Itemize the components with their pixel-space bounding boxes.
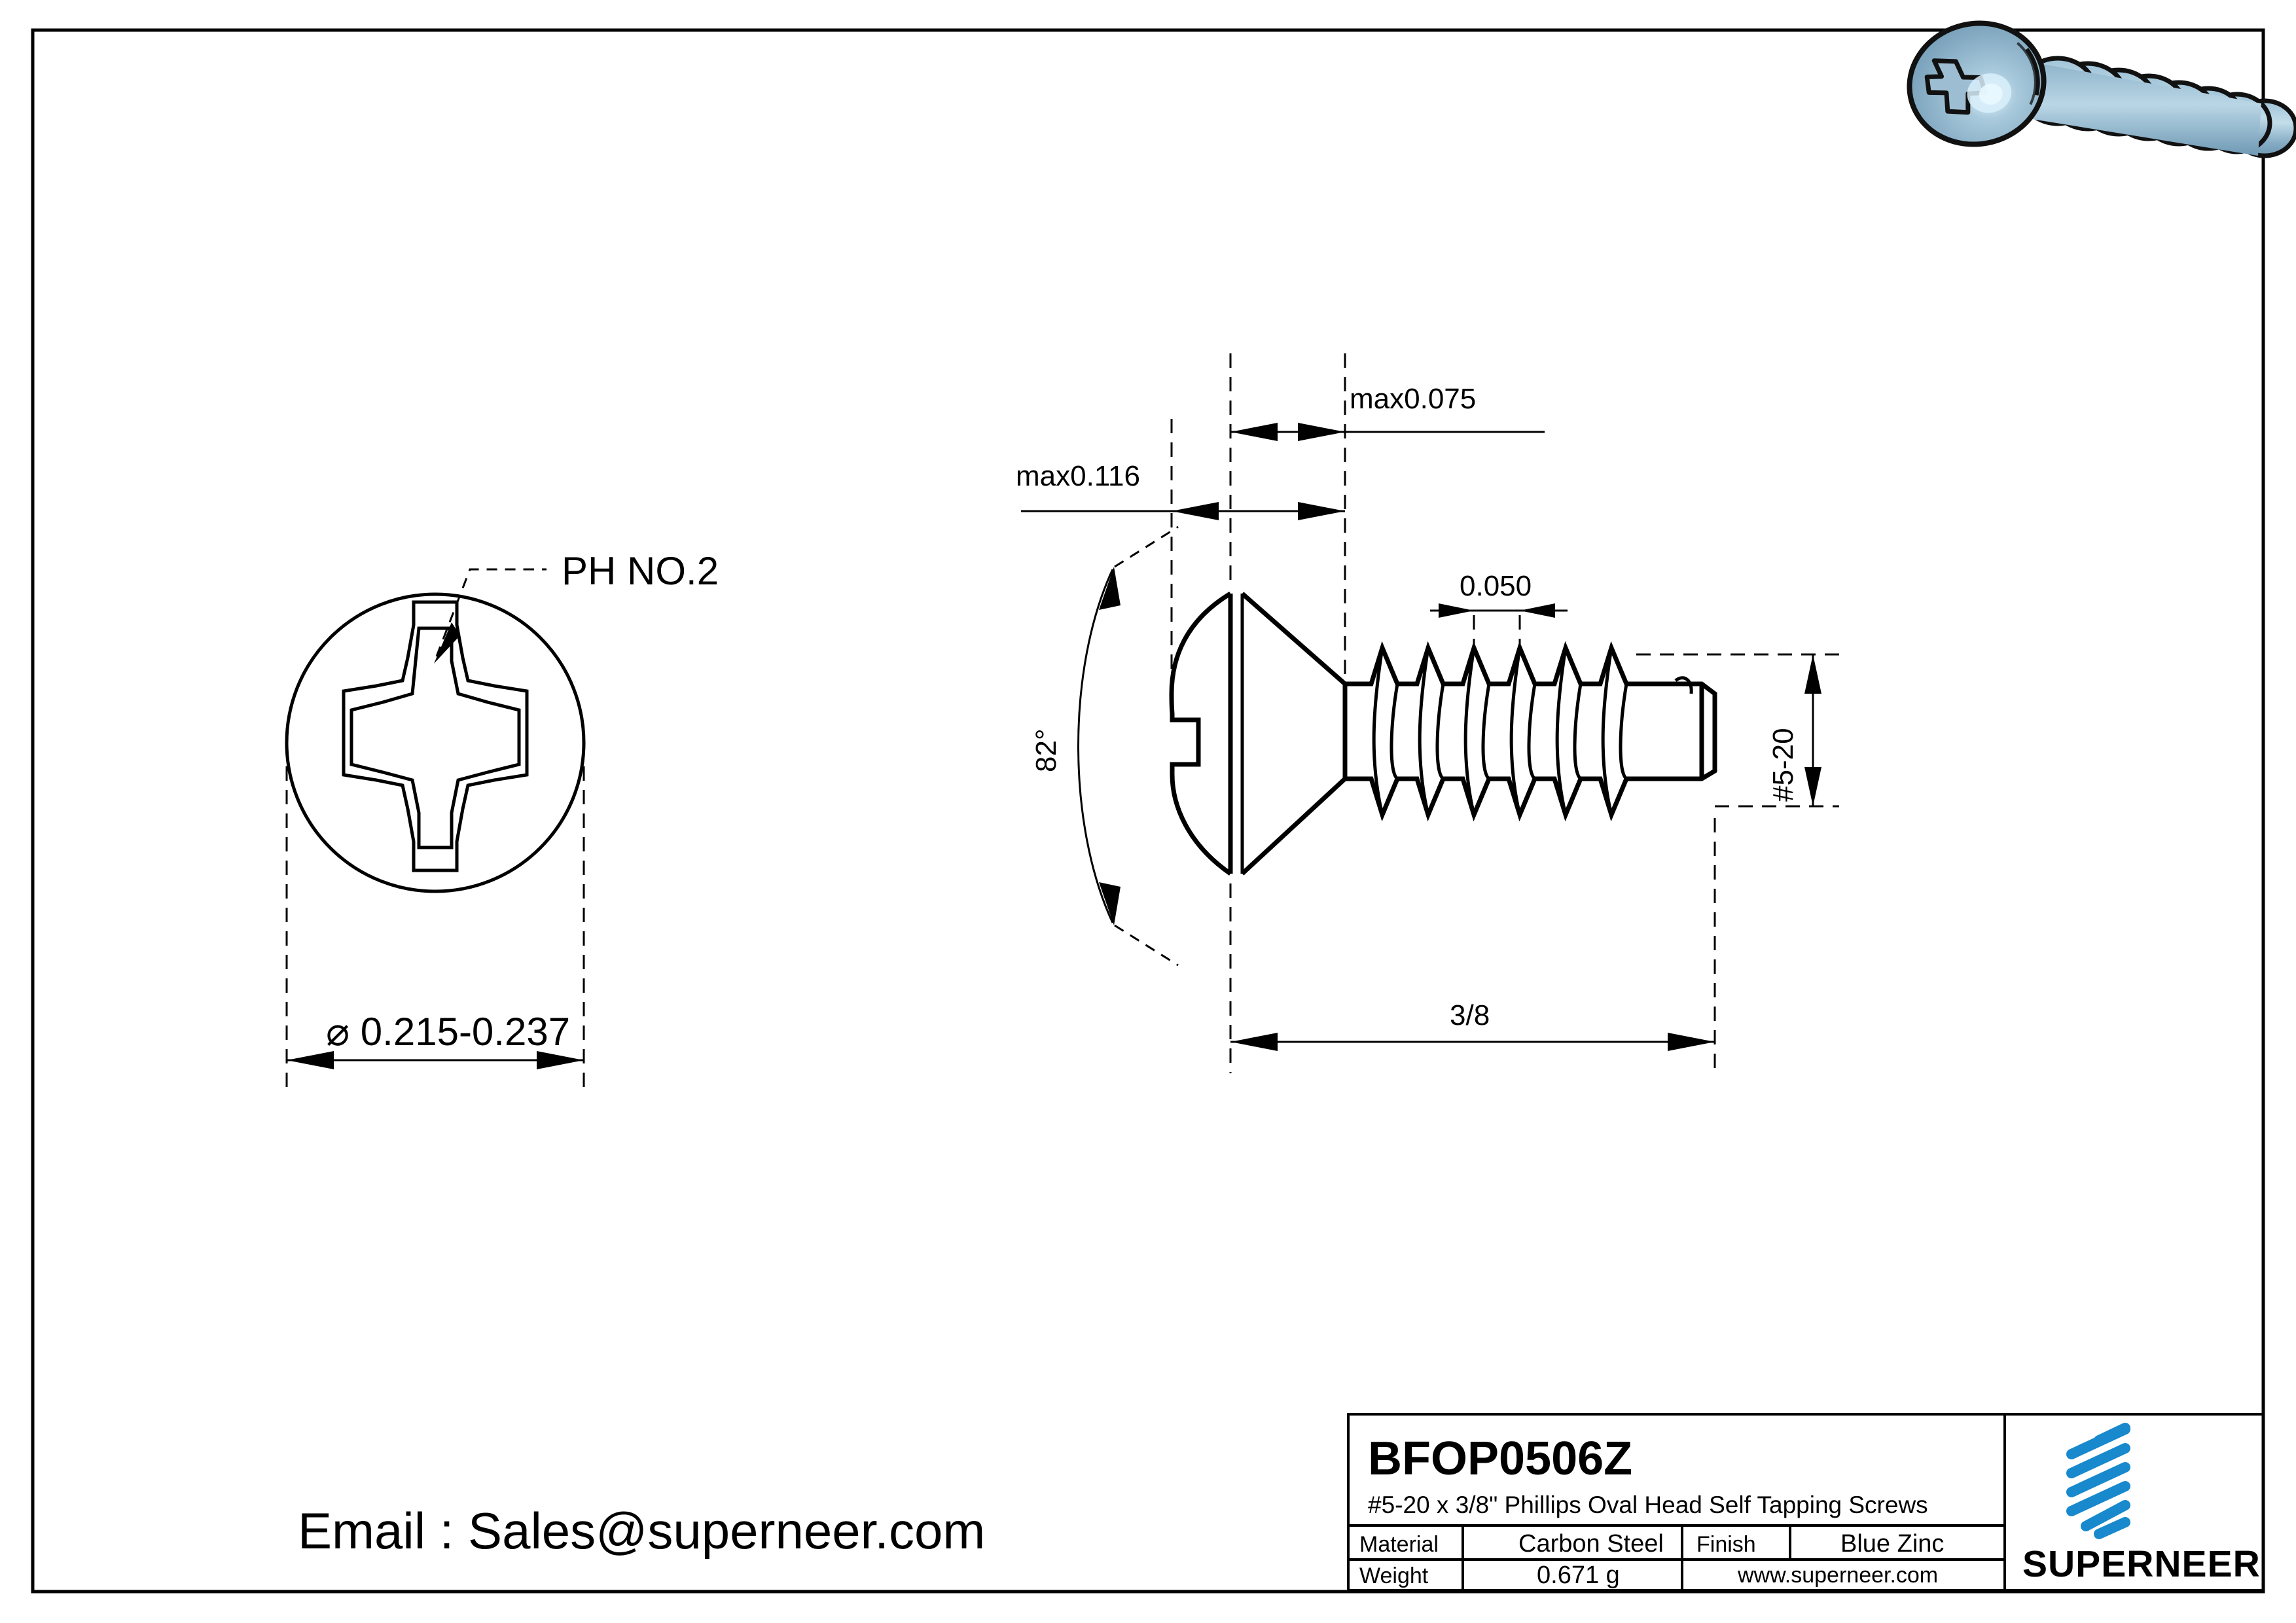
ph-no2-label: PH NO.2: [562, 549, 719, 593]
finish-value: Blue Zinc: [1840, 1530, 1944, 1558]
dim-max0075-label: max0.075: [1350, 383, 1476, 415]
head-diameter-label: ⌀ 0.215-0.237: [326, 1010, 570, 1054]
finish-label: Finish: [1696, 1532, 1756, 1557]
part-description: #5-20 x 3/8" Phillips Oval Head Self Tap…: [1368, 1491, 1928, 1518]
material-value: Carbon Steel: [1518, 1530, 1664, 1558]
weight-label: Weight: [1359, 1563, 1429, 1588]
brand-name: SUPERNEER: [2022, 1543, 2261, 1585]
dim-thread-size-label: #5-20: [1767, 728, 1799, 802]
dim-length-label: 3/8: [1450, 999, 1490, 1031]
website-link[interactable]: www.superneer.com: [1737, 1563, 1938, 1588]
dim-thread-pitch-label: 0.050: [1460, 570, 1532, 602]
screw-3d-render: [1907, 20, 2296, 158]
dim-head-angle: [1077, 526, 1179, 967]
dim-max0075: [1229, 353, 1545, 589]
dim-head-angle-label: 82°: [1030, 728, 1062, 772]
dim-length: [1229, 818, 1716, 1073]
dim-thread-pitch: [1430, 603, 1568, 661]
head-top-view: PH NO.2 ⌀ 0.215-0.237: [285, 549, 719, 1090]
part-number: BFOP0506Z: [1368, 1433, 1632, 1485]
dim-thread-size: [1636, 653, 1839, 808]
dim-max0116: [1021, 353, 1346, 697]
sheet-border: [31, 28, 2265, 1594]
weight-value: 0.671 g: [1537, 1561, 1620, 1589]
title-block: [1347, 1413, 2265, 1592]
head-diameter-dimension: [285, 743, 585, 1090]
material-label: Material: [1359, 1532, 1439, 1557]
superneer-logo-icon: [2066, 1423, 2130, 1539]
dim-max0116-label: max0.116: [1016, 460, 1140, 492]
ph-no2-leader: [434, 568, 547, 664]
email-line: Email : Sales@superneer.com: [298, 1502, 985, 1560]
screw-side-view: [1169, 592, 1717, 876]
website-text[interactable]: www.superneer.com: [1737, 1563, 1938, 1588]
